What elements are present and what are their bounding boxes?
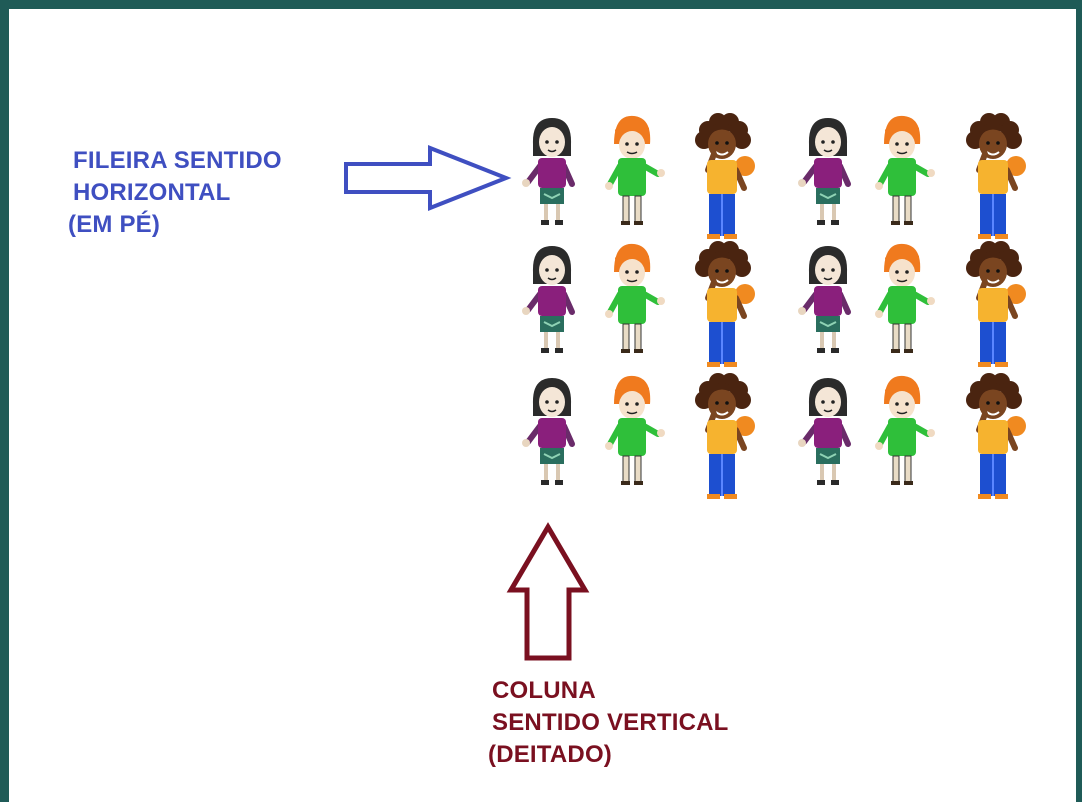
girl-dark-hair-figure <box>522 378 575 485</box>
row-label: FILEIRA SENTIDO HORIZONTAL (EM PÉ) <box>68 145 282 241</box>
girl-dark-hair-figure <box>522 246 575 353</box>
row-arrow-right-icon <box>344 145 512 211</box>
boy-curly-hair-figure <box>966 373 1026 499</box>
column-label: COLUNA SENTIDO VERTICAL (DEITADO) <box>488 675 729 771</box>
boy-curly-hair-figure <box>966 241 1026 367</box>
row-label-line-2: HORIZONTAL <box>73 179 231 206</box>
boy-curly-hair-figure <box>695 241 755 367</box>
boy-orange-hair-figure <box>605 115 665 225</box>
column-label-line-2: SENTIDO VERTICAL <box>492 709 729 736</box>
boy-curly-hair-figure <box>966 113 1026 239</box>
boy-curly-hair-figure <box>695 113 755 239</box>
girl-dark-hair-figure <box>522 118 575 225</box>
girl-dark-hair-figure <box>798 378 851 485</box>
people-grid <box>522 113 1026 499</box>
boy-orange-hair-figure <box>605 243 665 353</box>
row-label-line-1: FILEIRA SENTIDO <box>73 147 282 174</box>
boy-orange-hair-figure <box>875 115 935 225</box>
boy-curly-hair-figure <box>695 373 755 499</box>
boy-orange-hair-figure <box>605 375 665 485</box>
boy-orange-hair-figure <box>875 375 935 485</box>
boy-orange-hair-figure <box>875 243 935 353</box>
girl-dark-hair-figure <box>798 246 851 353</box>
row-label-line-3: (EM PÉ) <box>68 211 161 238</box>
girl-dark-hair-figure <box>798 118 851 225</box>
column-arrow-up-icon <box>506 522 590 661</box>
column-label-line-3: (DEITADO) <box>488 741 613 768</box>
column-label-line-1: COLUNA <box>492 677 596 704</box>
